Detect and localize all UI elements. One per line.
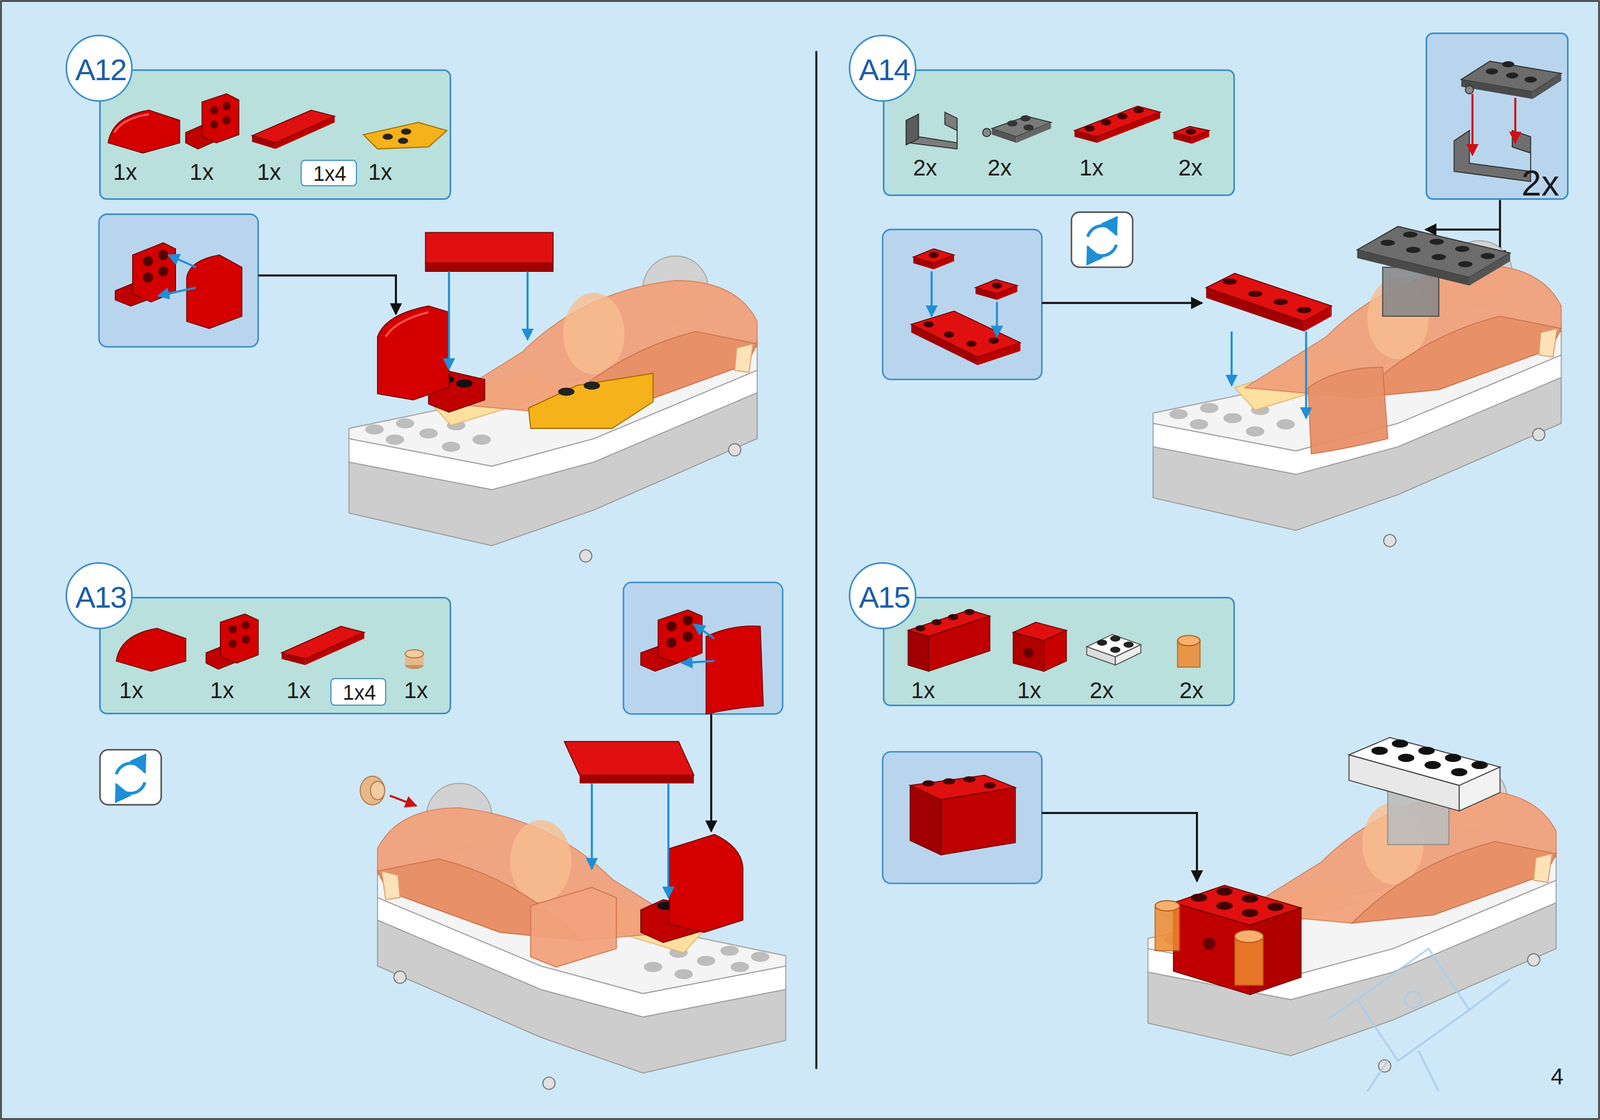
- length-tag: 1x4: [330, 678, 387, 706]
- quantity-text: 2x: [987, 156, 1012, 180]
- quantity-text: 1x4: [313, 163, 347, 185]
- quantity-text: 1x: [1017, 679, 1042, 702]
- step-number: A12: [65, 34, 133, 102]
- quantity-text: 1x: [256, 160, 281, 184]
- quantity-text: 1x: [1079, 156, 1104, 180]
- quantity-text: 2x: [1521, 165, 1560, 201]
- step-number: A15: [848, 562, 916, 630]
- page-number: 4: [1550, 1065, 1564, 1089]
- quantity-text: 1x: [368, 160, 393, 184]
- quantity-text: 1x: [210, 679, 234, 702]
- quantity-text: 1x4: [342, 682, 376, 704]
- quantity-text: 1x: [113, 160, 138, 184]
- step-number: A14: [848, 34, 916, 102]
- parts-panel: 1x 1x 1x 1x 1x4: [99, 69, 452, 200]
- quantity-text: 1x: [119, 679, 143, 702]
- length-tag: 1x4: [300, 159, 357, 187]
- quantity-text: 2x: [1089, 679, 1114, 702]
- quantity-text: 1x: [189, 160, 214, 184]
- quantity-text: 2x: [1179, 679, 1203, 702]
- sub-assembly-callout: 2x: [1425, 32, 1569, 200]
- quantity-text: 1x: [404, 679, 428, 702]
- parts-panel: 1x 1x 2x 2x: [882, 596, 1235, 707]
- parts-panel: 2x 2x 1x 2x: [882, 69, 1235, 197]
- quantity-text: 1x: [286, 679, 311, 702]
- parts-panel: 1x 1x 1x 1x 1x4: [99, 596, 452, 715]
- step-number-text: A13: [75, 582, 127, 613]
- step-number-text: A14: [859, 54, 910, 86]
- quantity-text: 2x: [913, 156, 938, 180]
- step-number-text: A15: [859, 582, 910, 613]
- quantity-text: 2x: [1178, 156, 1203, 180]
- step-number-text: A12: [75, 54, 127, 86]
- step-number: A13: [65, 562, 133, 630]
- quantity-text: 1x: [911, 679, 935, 702]
